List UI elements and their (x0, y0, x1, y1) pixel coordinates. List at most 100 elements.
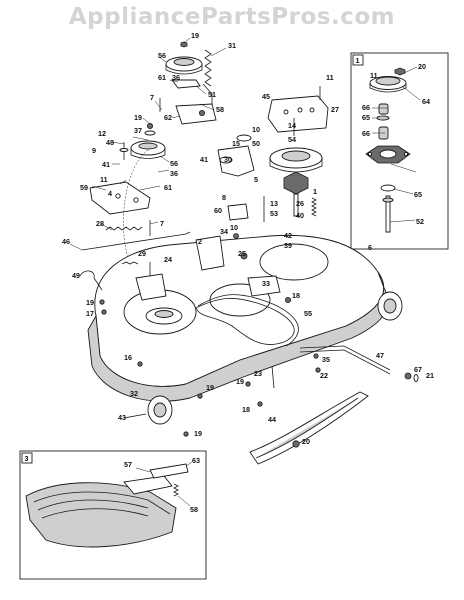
hinge-rod-63 (149, 463, 189, 479)
callout-6: 6 (368, 243, 372, 252)
callout-15: 15 (232, 139, 240, 148)
callout-7: 7 (150, 93, 154, 102)
callout-63: 63 (192, 456, 200, 465)
callout-19: 19 (86, 298, 94, 307)
callout-20: 20 (418, 62, 426, 71)
callout-67: 67 (414, 365, 422, 374)
callout-14: 14 (288, 121, 296, 130)
inset-3-badge (21, 452, 33, 464)
callout-10: 10 (230, 223, 238, 232)
callout-31: 31 (228, 41, 236, 50)
callout-28: 28 (96, 219, 104, 228)
callout-56: 56 (170, 159, 178, 168)
callout-23: 23 (254, 369, 262, 378)
inset-1-spindle-assembly: 1 11 20 64 66 65 66 (350, 52, 449, 250)
callout-61: 61 (158, 73, 166, 82)
callout-labels: 19 31 56 61 36 51 7 58 62 11 45 27 14 10… (62, 31, 434, 446)
callout-58: 58 (216, 105, 224, 114)
inset-pulley-rim (369, 83, 407, 93)
callout-58: 58 (190, 505, 198, 514)
inset-housing-hole (367, 151, 373, 157)
inset-pulley-hub (375, 76, 401, 86)
idler-bracket (175, 103, 217, 125)
callout-21: 21 (426, 371, 434, 380)
callout-51: 51 (208, 90, 216, 99)
callout-2: 2 (198, 237, 202, 246)
callout-55: 55 (304, 309, 312, 318)
callout-41: 41 (200, 155, 208, 164)
inset-spindle-shaft (385, 195, 391, 233)
callout-13: 13 (270, 199, 278, 208)
callout-48: 48 (106, 138, 114, 147)
inset-3-deflector: 3 57 63 58 (19, 450, 207, 580)
callout-33: 33 (262, 279, 270, 288)
callout-61: 61 (164, 183, 172, 192)
nut-25 (240, 252, 248, 260)
callout-50: 50 (252, 139, 260, 148)
idler-arm-upper (171, 79, 201, 89)
mower-deck-housing (79, 86, 419, 465)
idler-pulley-stack (69, 37, 227, 251)
callout-12: 12 (98, 129, 106, 138)
watermark-text: AppliancePartsPros.com (68, 4, 396, 30)
callout-26: 26 (296, 199, 304, 208)
hook-49 (79, 270, 103, 291)
callout-10: 10 (252, 125, 260, 134)
callout-1: 1 (313, 187, 317, 196)
discharge-chute-body (25, 482, 177, 548)
chute-bracket (123, 475, 173, 495)
callout-29: 29 (138, 249, 146, 258)
nut-19 (146, 123, 153, 130)
callout-22: 22 (320, 371, 328, 380)
bracket-33 (247, 275, 281, 297)
idler-pulley-upper-hub (173, 58, 195, 66)
callout-37: 37 (134, 126, 142, 135)
callout-44: 44 (268, 415, 276, 424)
spring-26 (311, 197, 317, 217)
inset-3-number: 3 (25, 454, 29, 463)
callout-47: 47 (376, 351, 384, 360)
inset-bearing-upper (378, 103, 389, 115)
bolt-23 (271, 365, 275, 389)
inset-washer-lower (380, 184, 396, 192)
idler-bracket-center (217, 145, 255, 177)
callout-66: 66 (362, 103, 370, 112)
callout-36: 36 (170, 169, 178, 178)
callout-19: 19 (194, 429, 202, 438)
callout-65: 65 (362, 113, 370, 122)
deflector-bracket (135, 273, 167, 301)
callout-64: 64 (422, 97, 430, 106)
callout-18: 18 (242, 405, 250, 414)
nut-20 (292, 440, 300, 448)
spring-29 (121, 261, 139, 265)
spindle-housing-right (283, 171, 309, 195)
top-nut (180, 41, 188, 48)
callout-4: 4 (108, 189, 112, 198)
callout-59: 59 (80, 183, 88, 192)
inset-3-frame (19, 450, 207, 580)
callout-60: 60 (214, 206, 222, 215)
callout-54: 54 (288, 135, 296, 144)
rod-46 (81, 233, 187, 251)
nut-67 (404, 372, 412, 380)
callout-19: 19 (191, 31, 199, 40)
callout-20: 20 (302, 437, 310, 446)
belt-guard-bracket (267, 95, 329, 133)
callout-19: 19 (134, 113, 142, 122)
washer-50 (236, 134, 252, 142)
callout-62: 62 (164, 113, 172, 122)
callout-45: 45 (262, 92, 270, 101)
callout-65: 65 (414, 190, 422, 199)
spring-28 (105, 226, 143, 231)
inset-shaft-collar (382, 197, 394, 203)
callout-27: 27 (331, 105, 339, 114)
callout-42: 42 (284, 231, 292, 240)
spindle-shaft-right (293, 193, 299, 217)
callout-30: 30 (224, 155, 232, 164)
callout-24: 24 (164, 255, 172, 264)
callout-36: 36 (172, 73, 180, 82)
callout-53: 53 (270, 209, 278, 218)
callout-18: 18 (292, 291, 300, 300)
drive-belt-55 (195, 298, 295, 345)
